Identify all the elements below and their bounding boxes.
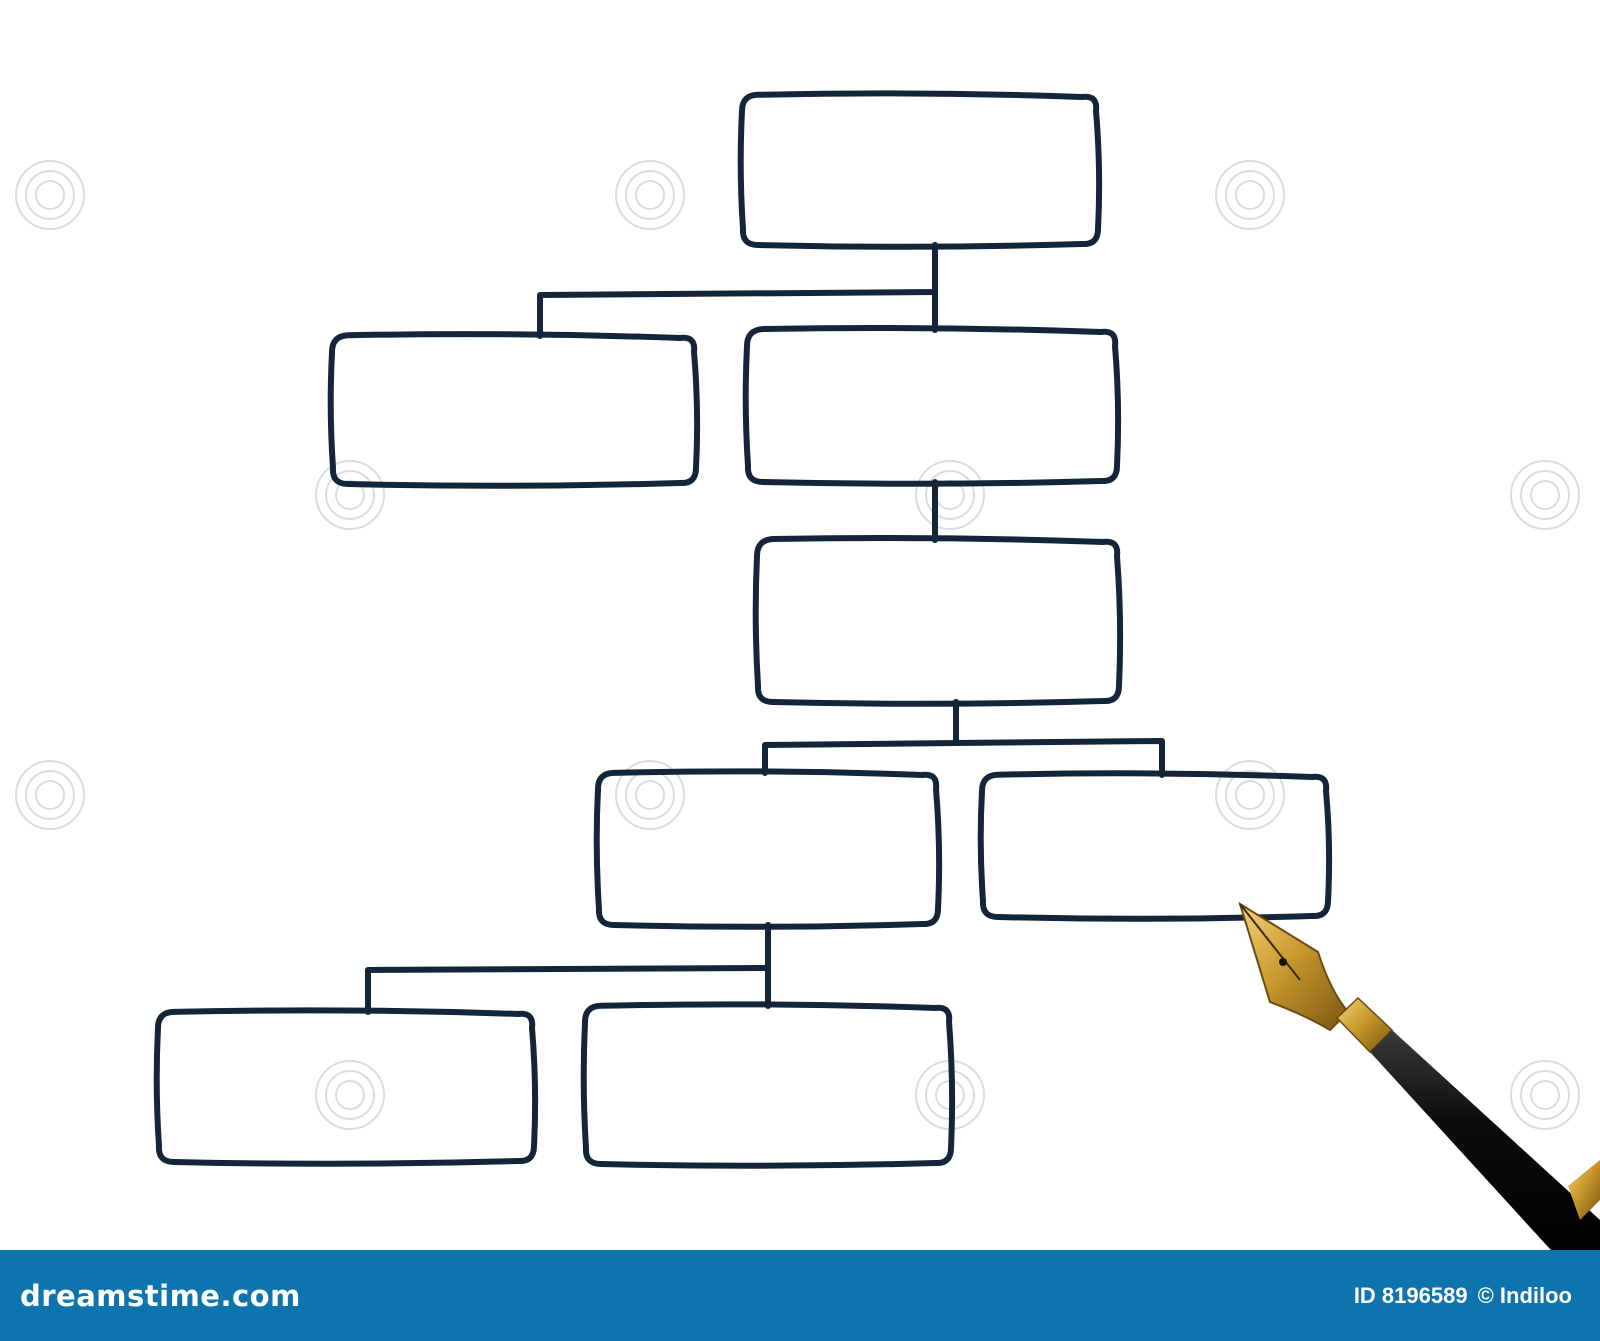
org-node-level4-left	[593, 768, 943, 930]
spiral-watermark-icon	[315, 460, 385, 530]
connector-top-to-level2-left	[537, 242, 938, 339]
spiral-watermark-icon	[1215, 160, 1285, 230]
connector-level3-to-level4-right	[953, 699, 1165, 778]
connector-level4-left-to-level5-left	[365, 922, 771, 1015]
spiral-watermark-icon	[15, 760, 85, 830]
connector-level3-to-level4-left	[762, 699, 959, 776]
org-node-level3	[752, 535, 1124, 707]
copyright-label: © Indiloo	[1477, 1282, 1572, 1308]
org-chart-canvas	[15, 90, 1600, 1250]
footer-bar: dreamstime.com ID 8196589 © Indiloo	[0, 1250, 1600, 1341]
org-node-top	[737, 90, 1103, 250]
org-node-level5-right	[580, 1001, 956, 1169]
spiral-watermark-icon	[915, 460, 985, 530]
footer-brand[interactable]: dreamstime.com	[20, 1278, 301, 1313]
image-id-label: ID 8196589	[1353, 1282, 1468, 1308]
org-node-level2-right	[742, 325, 1122, 487]
org-node-level2-left	[327, 331, 701, 489]
spiral-watermark-icon	[15, 160, 85, 230]
spiral-watermark-icon	[1510, 1060, 1580, 1130]
connector-lines	[365, 242, 1165, 1015]
spiral-watermark-icon	[315, 1060, 385, 1130]
spiral-watermark-icon	[1510, 460, 1580, 530]
watermark-layer	[15, 160, 1580, 1130]
org-node-level4-right	[977, 770, 1333, 922]
spiral-watermark-icon	[1215, 760, 1285, 830]
spiral-watermark-icon	[615, 160, 685, 230]
fountain-pen-icon	[1238, 901, 1600, 1250]
org-chart-boxes	[153, 90, 1333, 1169]
footer-credit: ID 8196589 © Indiloo	[1354, 1283, 1572, 1309]
org-node-level5-left	[153, 1007, 539, 1167]
